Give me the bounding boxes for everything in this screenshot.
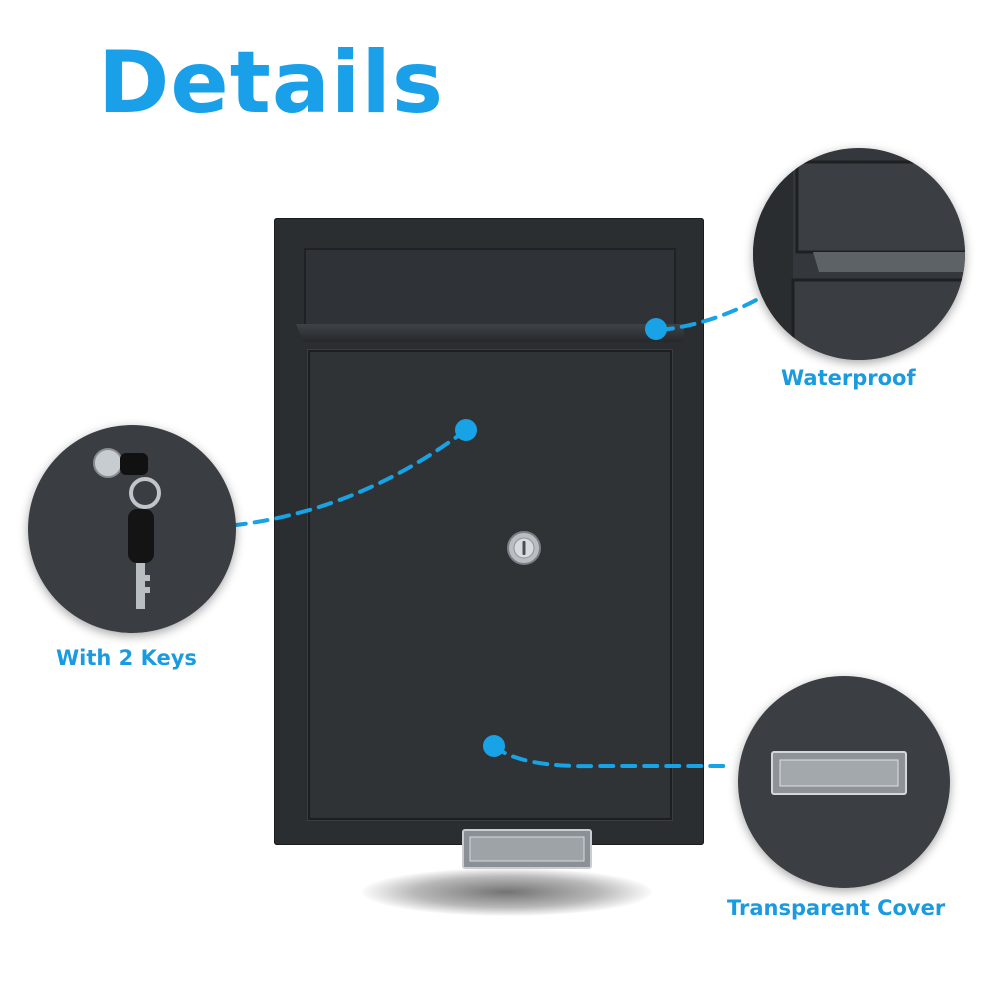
connector-keys	[234, 428, 468, 527]
mailbox-product-image	[274, 218, 704, 869]
keys-callout	[28, 425, 236, 633]
label-holder-icon	[462, 829, 592, 869]
keys-label: With 2 Keys	[56, 646, 197, 670]
dot-cover	[483, 735, 505, 757]
connector-cover	[492, 744, 726, 769]
waterproof-label: Waterproof	[781, 366, 916, 390]
page-title: Details	[98, 33, 445, 133]
mailbox-top-panel	[304, 248, 676, 334]
waterproof-callout	[753, 148, 965, 360]
connector-waterproof	[658, 296, 762, 332]
cover-label: Transparent Cover	[727, 896, 946, 920]
lock-icon	[506, 530, 542, 566]
cover-callout	[738, 676, 950, 888]
dot-keys	[455, 419, 477, 441]
dot-waterproof	[645, 318, 667, 340]
key-icon	[93, 448, 161, 609]
mailbox-rain-lip	[296, 324, 684, 342]
mailbox-shadow	[362, 868, 652, 916]
